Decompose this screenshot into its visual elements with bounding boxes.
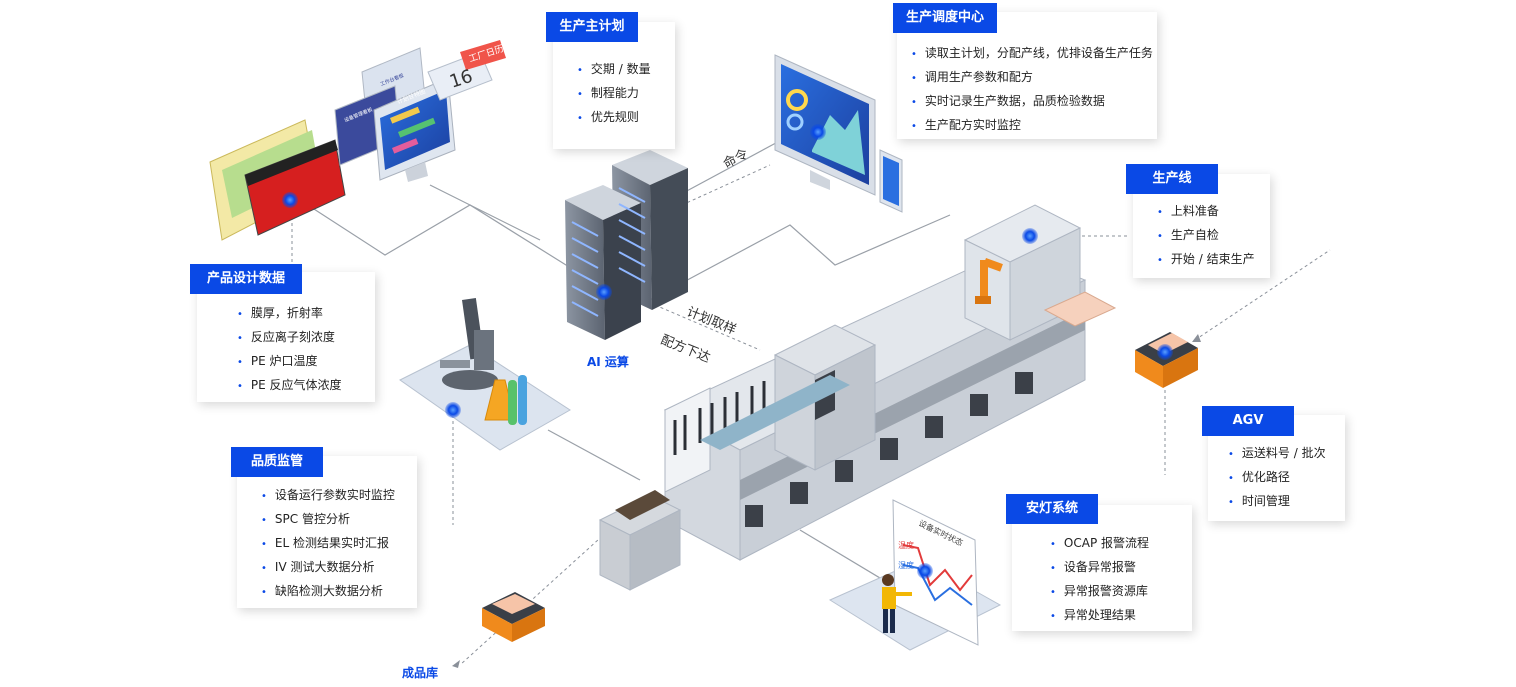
list-item: 运送料号 / 批次 <box>1228 442 1326 466</box>
list-item: 异常处理结果 <box>1050 604 1149 628</box>
list-item: EL 检测结果实时汇报 <box>261 532 395 556</box>
dispatch-center-card: 读取主计划，分配产线，优排设备生产任务 调用生产参数和配方 实时记录生产数据，品… <box>897 12 1157 139</box>
arrow-agv-icon <box>1192 334 1201 342</box>
list-item: 生产自检 <box>1157 224 1255 248</box>
list-item: 实时记录生产数据，品质检验数据 <box>911 90 1153 114</box>
robot-arm-icon <box>975 258 1003 304</box>
list-item: 反应离子刻浓度 <box>237 326 342 350</box>
andon-card: OCAP 报警流程 设备异常报警 异常报警资源库 异常处理结果 <box>1012 505 1192 631</box>
microscope-icon <box>440 298 498 390</box>
flask-icon <box>484 375 527 425</box>
list-item: 异常报警资源库 <box>1050 580 1149 604</box>
node-dot <box>445 402 461 418</box>
quality-card: 设备运行参数实时监控 SPC 管控分析 EL 检测结果实时汇报 IV 测试大数据… <box>237 456 417 608</box>
loading-station <box>598 490 682 591</box>
warehouse-label: 成品库 <box>402 666 439 680</box>
list-item: 交期 / 数量 <box>577 58 651 82</box>
list-item: 膜厚，折射率 <box>237 302 342 326</box>
agv-warehouse-icon <box>482 592 545 642</box>
agv-icon <box>1135 332 1198 388</box>
whiteboard-legend-a: 温度 <box>898 540 914 550</box>
list-item: PE 炉口温度 <box>237 350 342 374</box>
production-line-list: 上料准备 生产自检 开始 / 结束生产 <box>1157 200 1255 272</box>
design-documents-icon <box>209 119 346 241</box>
production-plan-title: 生产主计划 <box>546 12 638 42</box>
quality-list: 设备运行参数实时监控 SPC 管控分析 EL 检测结果实时汇报 IV 测试大数据… <box>261 484 395 604</box>
list-item: 制程能力 <box>577 82 651 106</box>
node-dots <box>282 124 1173 579</box>
production-line-title: 生产线 <box>1126 164 1218 194</box>
list-item: PE 反应气体浓度 <box>237 374 342 398</box>
list-item: SPC 管控分析 <box>261 508 395 532</box>
list-item: OCAP 报警流程 <box>1050 532 1149 556</box>
list-item: 设备运行参数实时监控 <box>261 484 395 508</box>
whiteboard-icon <box>828 499 1002 651</box>
list-item: 时间管理 <box>1228 490 1326 514</box>
node-dot <box>282 192 298 208</box>
monitor-left-icon <box>334 47 456 182</box>
list-item: 读取主计划，分配产线，优排设备生产任务 <box>911 42 1153 66</box>
dispatch-center-list: 读取主计划，分配产线，优排设备生产任务 调用生产参数和配方 实时记录生产数据，品… <box>911 42 1153 138</box>
list-item: 优先规则 <box>577 106 651 130</box>
list-item: 优化路径 <box>1228 466 1326 490</box>
agv-title: AGV <box>1202 406 1294 436</box>
list-item: 开始 / 结束生产 <box>1157 248 1255 272</box>
agv-list: 运送料号 / 批次 优化路径 时间管理 <box>1228 442 1326 514</box>
dispatch-center-title: 生产调度中心 <box>893 3 997 33</box>
production-plan-card: 交期 / 数量 制程能力 优先规则 <box>553 22 675 149</box>
list-item: 上料准备 <box>1157 200 1255 224</box>
product-design-list: 膜厚，折射率 反应离子刻浓度 PE 炉口温度 PE 反应气体浓度 <box>237 302 342 398</box>
andon-list: OCAP 报警流程 设备异常报警 异常报警资源库 异常处理结果 <box>1050 532 1149 628</box>
quality-title: 品质监管 <box>231 447 323 477</box>
node-dot <box>917 563 933 579</box>
list-item: 缺陷检测大数据分析 <box>261 580 395 604</box>
node-dot <box>596 284 612 300</box>
server-icon <box>565 150 688 340</box>
production-plan-list: 交期 / 数量 制程能力 优先规则 <box>577 58 651 130</box>
list-item: IV 测试大数据分析 <box>261 556 395 580</box>
ai-compute-label: AI 运算 <box>587 355 629 369</box>
arrow-warehouse-icon <box>452 660 460 668</box>
andon-title: 安灯系统 <box>1006 494 1098 524</box>
product-design-title: 产品设计数据 <box>190 264 302 294</box>
production-line-icon <box>663 249 1087 561</box>
node-dot <box>1157 344 1173 360</box>
whiteboard-legend-b: 湿度 <box>898 560 914 570</box>
list-item: 调用生产参数和配方 <box>911 66 1153 90</box>
list-item: 设备异常报警 <box>1050 556 1149 580</box>
lab-platform <box>399 344 571 451</box>
node-dot <box>1022 228 1038 244</box>
monitor-icon <box>774 54 876 196</box>
calendar-icon <box>427 40 506 101</box>
tablet-icon <box>879 149 903 213</box>
node-dot <box>810 124 826 140</box>
list-item: 生产配方实时监控 <box>911 114 1153 138</box>
worker-icon <box>882 574 912 633</box>
